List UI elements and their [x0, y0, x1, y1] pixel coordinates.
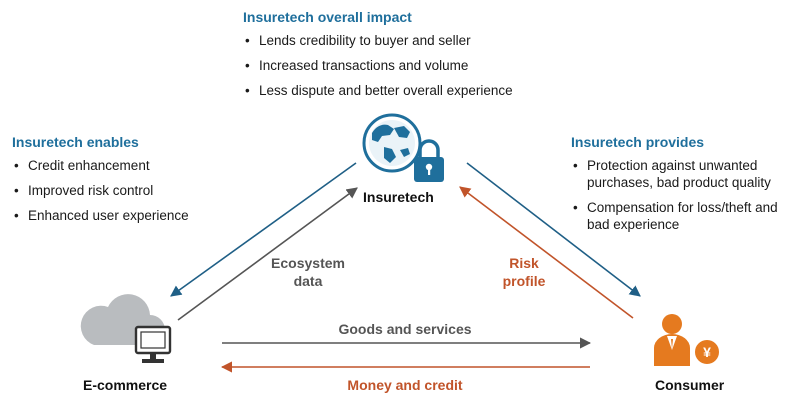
enables-list: Credit enhancement Improved risk control… — [12, 157, 189, 224]
ecosystem-data-label-line2: data — [293, 273, 323, 289]
risk-profile-label: Risk profile — [484, 254, 564, 290]
risk-profile-label-line1: Risk — [509, 255, 539, 271]
arrow-insuretech-to-consumer — [466, 162, 641, 297]
impact-section: Insuretech overall impact Lends credibil… — [243, 9, 513, 107]
money-and-credit-label: Money and credit — [347, 377, 463, 393]
arrow-ecosystem-data — [177, 187, 358, 321]
arrow-risk-profile — [459, 186, 634, 319]
list-item: Lends credibility to buyer and seller — [243, 32, 513, 49]
ecosystem-data-label: Ecosystem data — [263, 254, 353, 290]
impact-heading: Insuretech overall impact — [243, 9, 412, 25]
provides-section: Insuretech provides Protection against u… — [571, 134, 796, 241]
list-item: Increased transactions and volume — [243, 57, 513, 74]
list-item: Credit enhancement — [12, 157, 189, 174]
goods-and-services-label: Goods and services — [338, 321, 472, 337]
list-item: Protection against unwanted purchases, b… — [571, 157, 796, 191]
impact-list: Lends credibility to buyer and seller In… — [243, 32, 513, 99]
node-label-ecommerce: E-commerce — [83, 377, 168, 393]
list-item: Enhanced user experience — [12, 207, 189, 224]
list-item: Compensation for loss/theft and bad expe… — [571, 199, 796, 233]
enables-section: Insuretech enables Credit enhancement Im… — [12, 134, 189, 232]
node-label-consumer: Consumer — [655, 377, 725, 393]
enables-heading: Insuretech enables — [12, 134, 139, 150]
risk-profile-label-line2: profile — [502, 273, 546, 289]
list-item: Improved risk control — [12, 182, 189, 199]
provides-list: Protection against unwanted purchases, b… — [571, 157, 796, 233]
provides-heading: Insuretech provides — [571, 134, 705, 150]
node-label-insuretech: Insuretech — [363, 189, 434, 205]
ecosystem-data-label-line1: Ecosystem — [271, 255, 345, 271]
list-item: Less dispute and better overall experien… — [243, 82, 513, 99]
arrow-insuretech-to-ecommerce — [170, 162, 357, 297]
